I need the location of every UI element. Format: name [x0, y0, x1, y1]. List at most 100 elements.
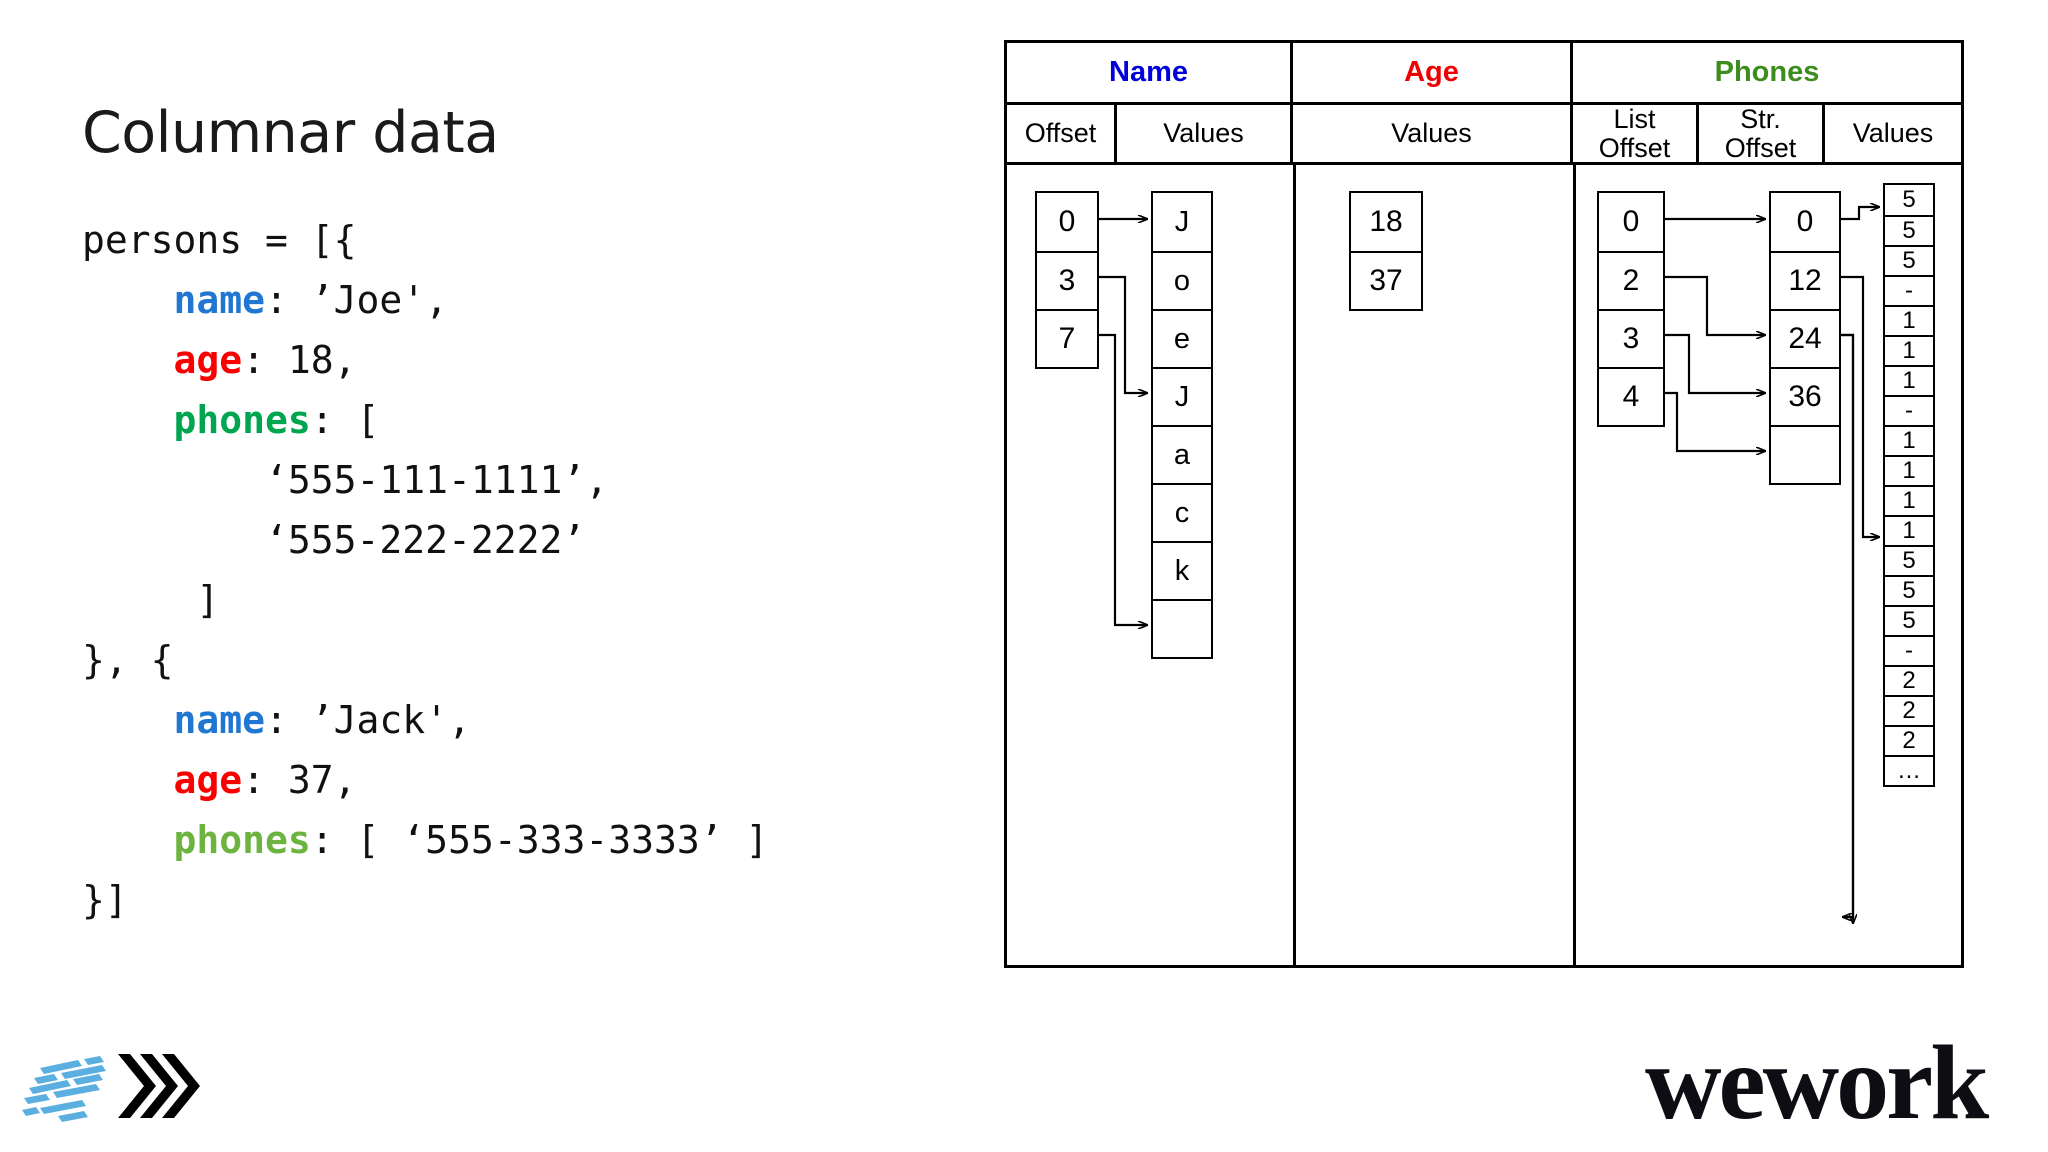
- phones-value-cell: 2: [1885, 695, 1933, 725]
- code-text: [82, 818, 174, 862]
- age-value-cell: 18: [1369, 205, 1403, 238]
- page-title: Columnar data: [82, 100, 499, 166]
- code-key-age: age: [173, 338, 243, 382]
- code-text: ‘555-111-1111’,: [82, 458, 609, 502]
- phones-value-cell: 1: [1885, 305, 1933, 335]
- header-phones-values: Values: [1825, 105, 1961, 165]
- table-header-row-sub: Offset Values Values List Offset Str. Of…: [1007, 105, 1961, 165]
- code-line: ‘555-111-1111’,: [82, 450, 768, 510]
- code-line: phones: [ ‘555-333-3333’ ]: [82, 810, 769, 870]
- name-value-cell: J: [1153, 367, 1211, 425]
- phones-str-offset-cell: 0: [1796, 205, 1814, 238]
- code-line: }, {: [82, 630, 768, 690]
- phones-str-offset-cell: 24: [1771, 309, 1839, 367]
- table-header-row-top: Name Age Phones: [1007, 43, 1961, 105]
- name-value-cell: e: [1153, 309, 1211, 367]
- header-age-values: Values: [1293, 105, 1573, 165]
- phones-value-cell: 1: [1885, 515, 1933, 545]
- code-text: persons = [{: [82, 218, 357, 262]
- header-age: Age: [1293, 43, 1573, 105]
- phones-value-cell: 2: [1885, 665, 1933, 695]
- phones-value-cell: 5: [1885, 605, 1933, 635]
- name-value-cell: J: [1174, 205, 1190, 238]
- phones-value-cell: …: [1885, 755, 1933, 785]
- divider-name-age: [1293, 165, 1296, 968]
- phones-value-cell: 1: [1885, 365, 1933, 395]
- code-line: ]: [82, 570, 768, 630]
- code-block: persons = [{ name: ’Joe', age: 18, phone…: [82, 210, 768, 930]
- code-text: [82, 338, 174, 382]
- header-name-values: Values: [1117, 105, 1293, 165]
- code-line: phones: [: [82, 390, 768, 450]
- name-value-cell: a: [1153, 425, 1211, 483]
- code-text: : 18,: [242, 338, 357, 382]
- code-text: }]: [82, 878, 128, 922]
- code-text: : [: [310, 398, 380, 442]
- code-text: : ’Jack',: [265, 698, 471, 742]
- name-offset-cell: 3: [1037, 251, 1097, 309]
- code-line: name: ’Jack',: [82, 690, 768, 750]
- phones-list-offset-cell: 2: [1599, 251, 1663, 309]
- code-text: [82, 398, 174, 442]
- code-key-name: name: [173, 698, 266, 742]
- phones-value-cell: 5: [1885, 545, 1933, 575]
- phones-value-cell: -: [1885, 395, 1933, 425]
- code-text: : 37,: [242, 758, 357, 802]
- code-text: ]: [82, 578, 220, 622]
- code-key-phones: phones: [173, 398, 311, 442]
- code-text: ‘555-222-2222’: [82, 518, 586, 562]
- columnar-table: Name Age Phones Offset Values Values Lis…: [1004, 40, 1964, 968]
- code-line: ‘555-222-2222’: [82, 510, 768, 570]
- header-phones-str-offset: Str. Offset: [1699, 105, 1825, 165]
- header-name: Name: [1007, 43, 1293, 105]
- code-text: [82, 758, 174, 802]
- phones-value-cell: 1: [1885, 335, 1933, 365]
- code-text: : [ ‘555-333-3333’ ]: [310, 818, 769, 862]
- wework-logo: wework: [1645, 1024, 1989, 1141]
- phones-value-cell: 5: [1902, 186, 1916, 213]
- header-phones: Phones: [1573, 43, 1961, 105]
- phones-list-offset-cell: 3: [1599, 309, 1663, 367]
- name-offset-cell: 0: [1058, 205, 1076, 238]
- phones-str-offset-cell: [1771, 425, 1839, 483]
- divider-age-phones: [1573, 165, 1576, 968]
- phones-list-offset-cell: 4: [1599, 367, 1663, 425]
- footer-logos: [14, 1040, 274, 1136]
- name-value-cell: k: [1153, 541, 1211, 599]
- code-line: age: 37,: [82, 750, 768, 810]
- age-value-cell: 37: [1351, 251, 1421, 309]
- code-line: persons = [{: [82, 210, 768, 270]
- name-offset-cell: 7: [1037, 309, 1097, 367]
- phones-value-cell: 1: [1885, 485, 1933, 515]
- name-value-cell: o: [1153, 251, 1211, 309]
- header-name-offset: Offset: [1007, 105, 1117, 165]
- phones-value-cell: 5: [1885, 215, 1933, 245]
- phones-value-cell: 2: [1885, 725, 1933, 755]
- code-text: : ’Joe',: [265, 278, 449, 322]
- phones-value-cell: 5: [1885, 245, 1933, 275]
- code-text: }, {: [82, 638, 174, 682]
- code-text: [82, 698, 174, 742]
- phones-value-cell: 5: [1885, 575, 1933, 605]
- code-line: name: ’Joe',: [82, 270, 768, 330]
- code-text: [82, 278, 174, 322]
- name-value-cell: c: [1153, 483, 1211, 541]
- parquet-logo-icon: [22, 1056, 106, 1122]
- code-key-age: age: [173, 758, 243, 802]
- slide-left-panel: Columnar data persons = [{ name: ’Joe', …: [0, 0, 1000, 1010]
- phones-str-offset-cell: 12: [1771, 251, 1839, 309]
- phones-value-cell: 1: [1885, 455, 1933, 485]
- arrow-logo-icon: [118, 1054, 200, 1118]
- phones-list-offset-cell: 0: [1622, 205, 1640, 238]
- code-line: age: 18,: [82, 330, 768, 390]
- phones-value-cell: -: [1885, 635, 1933, 665]
- code-line: }]: [82, 870, 768, 930]
- name-value-cell: [1153, 599, 1211, 657]
- code-key-name: name: [173, 278, 266, 322]
